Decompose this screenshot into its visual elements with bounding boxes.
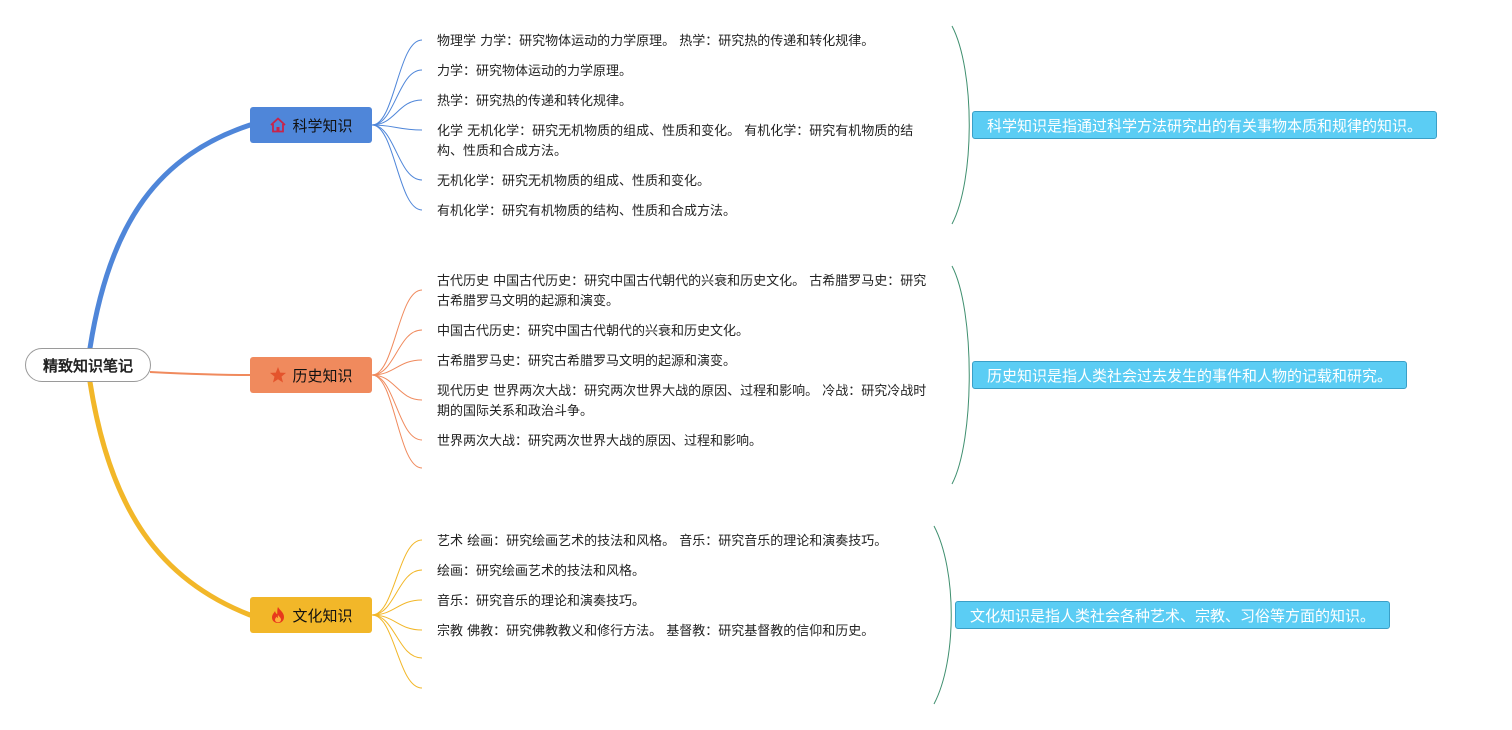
summary-history-text: 历史知识是指人类社会过去发生的事件和人物的记载和研究。 — [987, 366, 1393, 385]
summary-culture[interactable]: 文化知识是指人类社会各种艺术、宗教、习俗等方面的知识。 — [955, 601, 1391, 629]
history-summary-brace — [951, 265, 970, 485]
summary-culture-text: 文化知识是指人类社会各种艺术、宗教、习俗等方面的知识。 — [970, 606, 1376, 625]
summary-science-text: 科学知识是指通过科学方法研究出的有关事物本质和规律的知识。 — [987, 116, 1423, 135]
leaf-node[interactable]: 物理学 力学：研究物体运动的力学原理。 热学：研究热的传递和转化规律。 — [437, 34, 875, 49]
branch-culture[interactable]: 文化知识 — [250, 597, 372, 633]
root-node[interactable]: 精致知识笔记 — [25, 348, 151, 382]
leaf-node[interactable]: 化学 无机化学：研究无机物质的组成、性质和变化。 有机化学：研究有机物质的结构、… — [437, 124, 914, 159]
leaf-node[interactable]: 现代历史 世界两次大战：研究两次世界大战的原因、过程和影响。 冷战：研究冷战时期… — [437, 384, 927, 419]
leaf-node[interactable]: 无机化学：研究无机物质的组成、性质和变化。 — [437, 174, 711, 189]
culture-summary-brace — [933, 525, 952, 705]
leaf-node[interactable]: 热学：研究热的传递和转化规律。 — [437, 94, 633, 109]
root-branch-connector-history — [149, 371, 251, 376]
star-icon — [269, 366, 287, 384]
leaf-node[interactable]: 有机化学：研究有机物质的结构、性质和合成方法。 — [437, 204, 737, 219]
root-branch-connector-science — [87, 122, 253, 351]
leaf-node[interactable]: 艺术 绘画：研究绘画艺术的技法和风格。 音乐：研究音乐的理论和演奏技巧。 — [437, 534, 888, 549]
leaf-node[interactable]: 古希腊罗马史：研究古希腊罗马文明的起源和演变。 — [437, 354, 737, 369]
science-leaf-connectors — [371, 39, 423, 211]
summary-science[interactable]: 科学知识是指通过科学方法研究出的有关事物本质和规律的知识。 — [972, 111, 1438, 139]
branch-culture-label: 文化知识 — [292, 606, 353, 625]
fire-icon — [269, 606, 287, 624]
culture-leaf-connectors — [371, 539, 423, 689]
branch-science-label: 科学知识 — [292, 116, 353, 135]
house-icon — [269, 116, 287, 134]
branch-history-label: 历史知识 — [292, 366, 353, 385]
leaf-node[interactable]: 古代历史 中国古代历史：研究中国古代朝代的兴衰和历史文化。 古希腊罗马史：研究古… — [437, 274, 927, 309]
branch-history[interactable]: 历史知识 — [250, 357, 372, 393]
root-branch-connector-culture — [87, 379, 253, 618]
leaf-node[interactable]: 宗教 佛教：研究佛教教义和修行方法。 基督教：研究基督教的信仰和历史。 — [437, 624, 875, 639]
leaf-node[interactable]: 绘画：研究绘画艺术的技法和风格。 — [437, 564, 646, 579]
leaf-node[interactable]: 力学：研究物体运动的力学原理。 — [437, 64, 633, 79]
branch-science[interactable]: 科学知识 — [250, 107, 372, 143]
leaf-node[interactable]: 中国古代历史：研究中国古代朝代的兴衰和历史文化。 — [437, 324, 750, 339]
summary-history[interactable]: 历史知识是指人类社会过去发生的事件和人物的记载和研究。 — [972, 361, 1408, 389]
root-node-label: 精致知识笔记 — [42, 356, 133, 375]
science-summary-brace — [951, 25, 970, 225]
leaf-node[interactable]: 音乐：研究音乐的理论和演奏技巧。 — [437, 594, 646, 609]
history-leaf-connectors — [371, 289, 423, 469]
leaf-node[interactable]: 世界两次大战：研究两次世界大战的原因、过程和影响。 — [437, 434, 763, 449]
